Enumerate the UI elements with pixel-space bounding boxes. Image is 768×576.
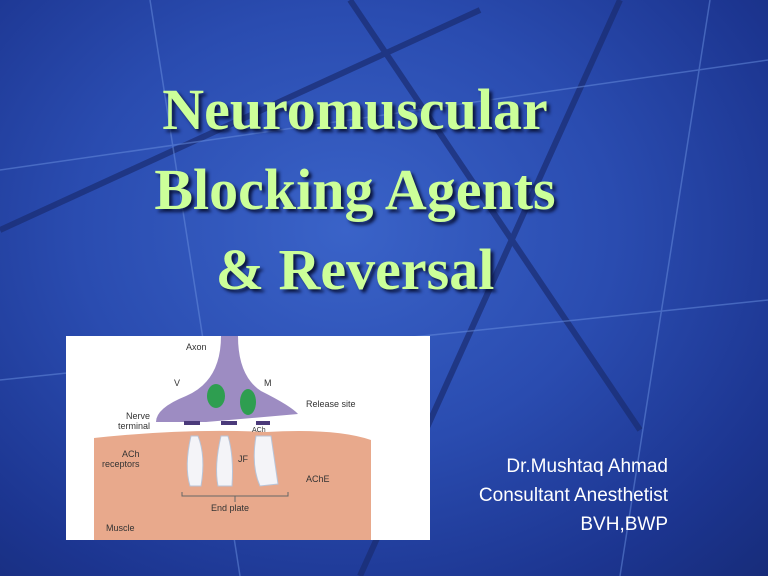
title-line-2: Blocking Agents — [154, 157, 556, 222]
author-info: Dr.Mushtaq Ahmad Consultant Anesthetist … — [479, 452, 668, 539]
label-end-plate: End plate — [211, 503, 250, 513]
label-ache: AChE — [306, 474, 330, 484]
author-name: Dr.Mushtaq Ahmad — [506, 456, 668, 477]
nmj-illustration — [94, 336, 371, 540]
label-v: V — [174, 378, 181, 388]
slide-title: Neuromuscular Blocking Agents & Reversal — [60, 70, 650, 310]
label-axon: Axon — [186, 342, 207, 352]
title-line-1: Neuromuscular — [162, 77, 548, 142]
label-ach: ACh — [252, 427, 266, 434]
label-muscle: Muscle — [106, 523, 135, 533]
author-position: Consultant Anesthetist — [478, 485, 668, 506]
title-line-3: & Reversal — [215, 237, 495, 302]
label-m: M — [264, 378, 272, 388]
author-affiliation: BVH,BWP — [580, 514, 668, 535]
label-release-site: Release site — [306, 399, 356, 409]
label-jf: JF — [238, 454, 248, 464]
